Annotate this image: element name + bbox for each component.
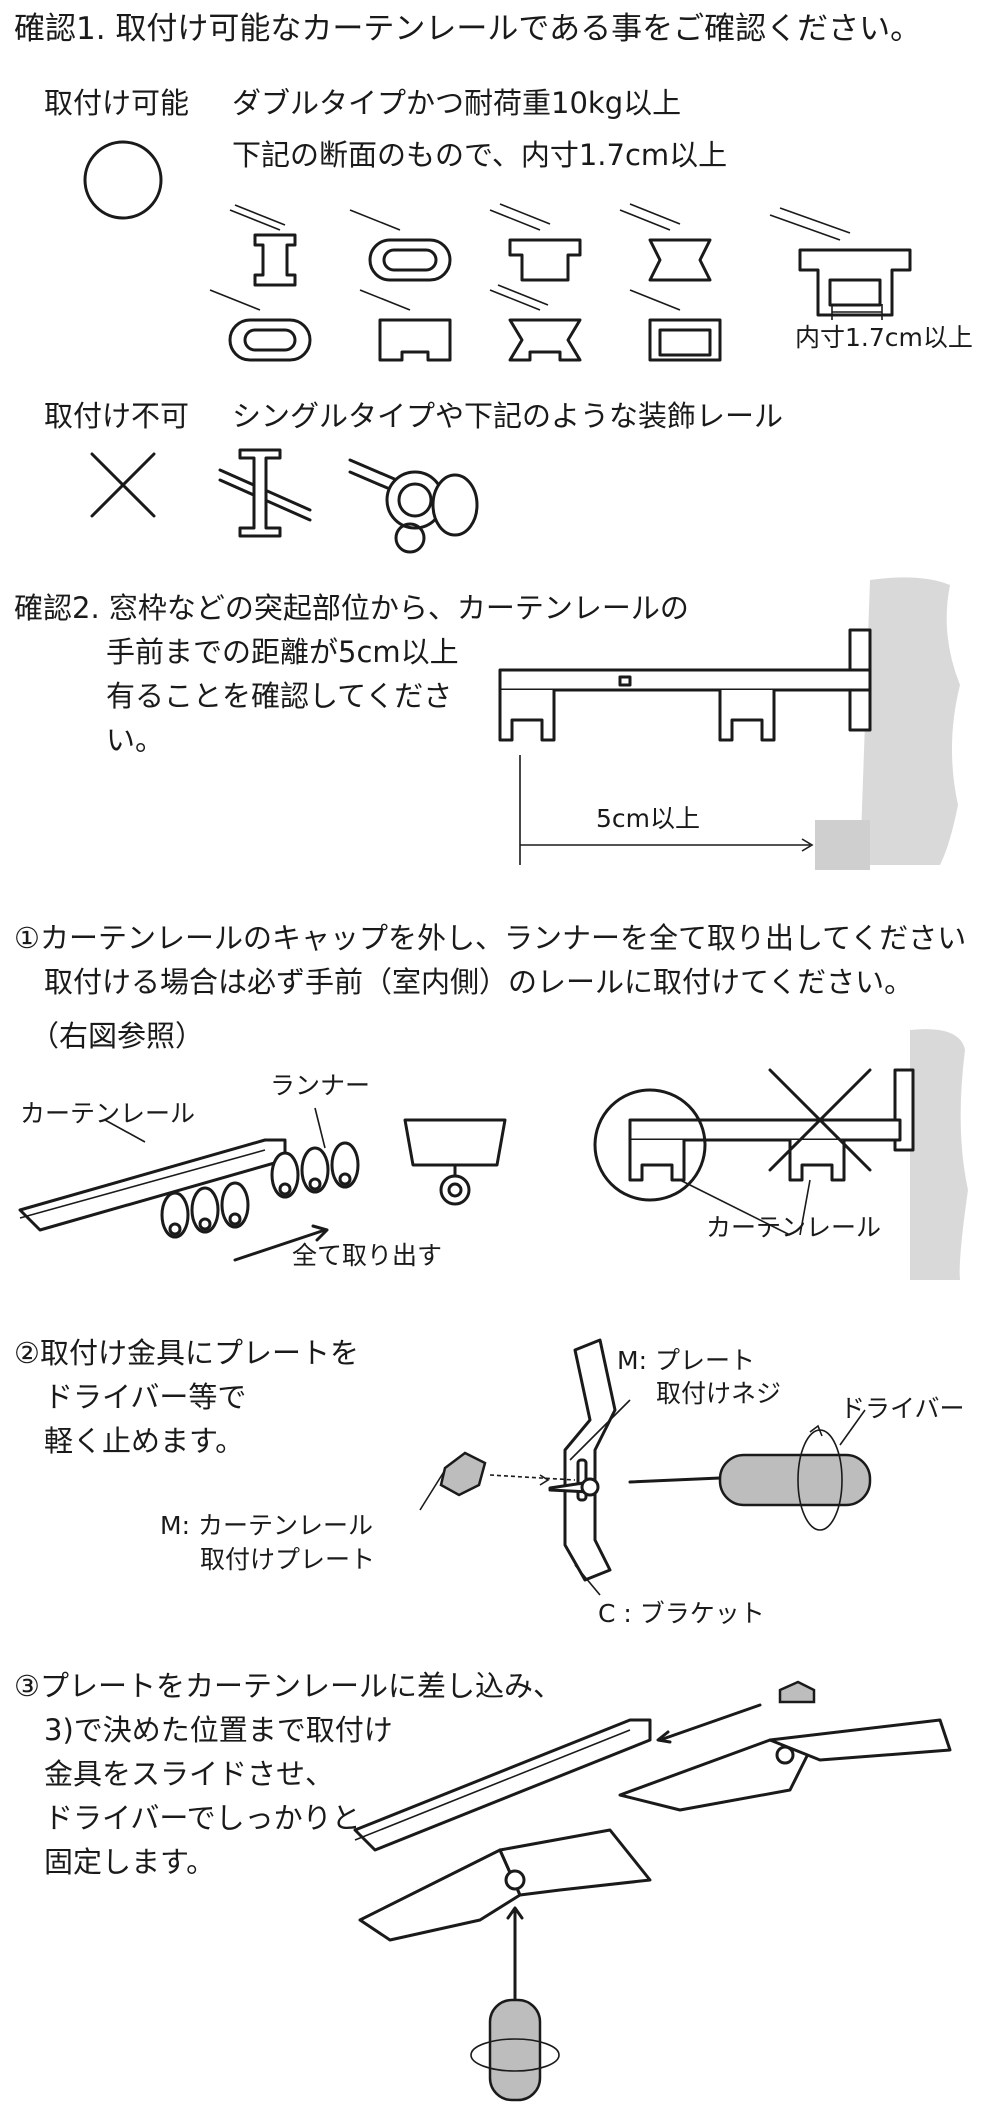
bracket-label: C : ブラケット: [598, 1599, 765, 1628]
step3-line5: 固定します。: [44, 1845, 216, 1879]
check2-line1: 確認2. 窓枠などの突起部位から、カーテンレールの: [14, 591, 689, 625]
check1-title: 確認1. 取付け可能なカーテンレールである事をご確認ください。: [14, 11, 922, 47]
step2-line2: ドライバー等で: [44, 1380, 247, 1414]
ok-line1: ダブルタイプかつ耐荷重10kg以上: [232, 86, 682, 120]
allowed-rail-profiles-illustration: [209, 203, 912, 362]
circle-icon: [83, 140, 163, 220]
plate-label-line2: 取付けプレート: [200, 1545, 376, 1574]
screw-label-line1: M: プレート: [617, 1346, 755, 1375]
check2-line3: 有ることを確認してくださ: [106, 679, 453, 713]
decorative-rail-illustration: [218, 448, 479, 554]
check2-line4: い。: [106, 723, 165, 757]
inner-dimension-label: 内寸1.7cm以上: [795, 323, 973, 352]
step3-line1: ③プレートをカーテンレールに差し込み、: [14, 1669, 562, 1703]
step2-line1: ②取付け金具にプレートを: [14, 1336, 359, 1370]
front-rail-illustration: [593, 1029, 968, 1280]
ok-label: 取付け可能: [44, 86, 190, 120]
plate-label-line1: M: カーテンレール: [160, 1511, 373, 1540]
step3-line3: 金具をスライドさせ、: [44, 1757, 335, 1791]
rail-label: カーテンレール: [20, 1099, 196, 1128]
step1-line1: ①カーテンレールのキャップを外し、ランナーを全て取り出してください: [14, 921, 967, 955]
bracket-assembly-illustration: [419, 1338, 872, 1596]
ng-label: 取付け不可: [44, 399, 190, 433]
step1-line2: 取付ける場合は必ず手前（室内側）のレールに取付けてください。: [44, 965, 914, 999]
ok-line2: 下記の断面のもので、内寸1.7cm以上: [232, 138, 728, 172]
step2-line3: 軽く止めます。: [44, 1424, 245, 1458]
driver-label: ドライバー: [840, 1394, 965, 1423]
runner-label: ランナー: [270, 1071, 371, 1100]
step3-line2: 3)で決めた位置まで取付け: [44, 1713, 393, 1747]
screw-label-line2: 取付けネジ: [656, 1379, 782, 1408]
slide-and-fix-illustration: [353, 1680, 952, 2102]
cross-icon: [90, 452, 156, 518]
step3-line4: ドライバーでしっかりと: [44, 1801, 361, 1835]
rail-distance-illustration: [498, 577, 960, 870]
rail-label-right: カーテンレール: [706, 1213, 882, 1242]
runner-removal-illustration: [18, 1107, 507, 1262]
remove-all-label: 全て取り出す: [292, 1241, 443, 1270]
ng-text: シングルタイプや下記のような装飾レール: [232, 399, 784, 433]
step1-line3: （右図参照）: [30, 1019, 205, 1053]
distance-label: 5cm以上: [596, 804, 701, 833]
check2-line2: 手前までの距離が5cm以上: [106, 635, 459, 669]
